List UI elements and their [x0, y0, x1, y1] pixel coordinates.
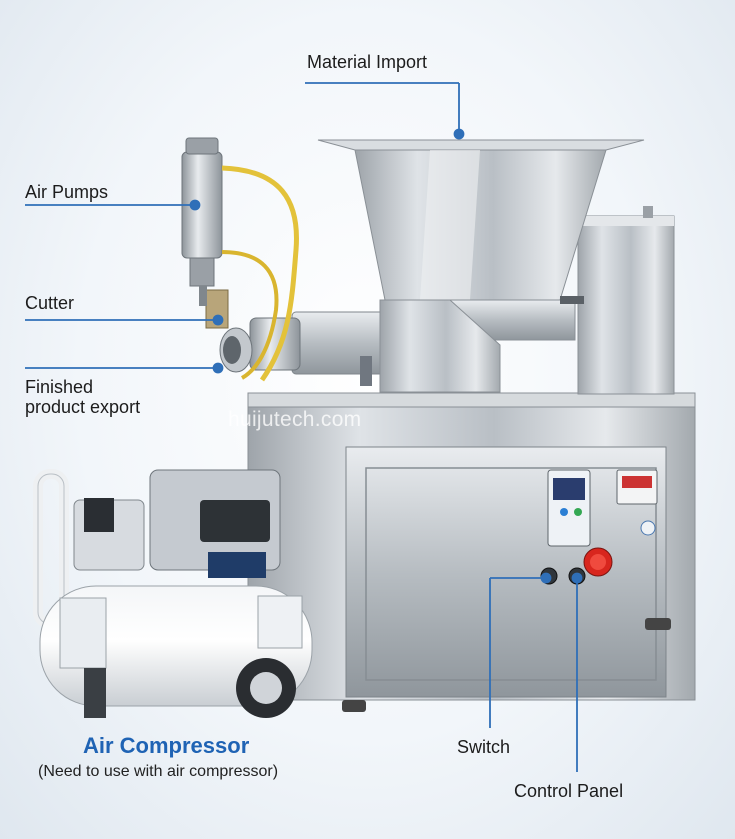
cabinet-door [365, 467, 657, 681]
compressor-title: Air Compressor [83, 733, 250, 758]
label-material-import: Material Import [307, 52, 428, 72]
label-air-pumps: Air Pumps [25, 182, 109, 202]
label-cutter: Cutter [25, 293, 75, 313]
cabinet-front-panel [345, 446, 667, 698]
label-control-panel: Control Panel [514, 781, 624, 801]
label-finished-export: Finished product export [25, 377, 205, 417]
callout-lines [25, 82, 583, 772]
hopper-top [317, 139, 645, 151]
label-finished-line1: Finished [25, 377, 94, 397]
label-finished-line2: product export [25, 397, 141, 417]
motor-housing [577, 215, 675, 395]
air-hose [221, 165, 299, 382]
hopper [354, 149, 607, 301]
watermark: huijutech.com [228, 408, 362, 431]
compressor-note: (Need to use with air compressor) [38, 763, 279, 780]
label-switch: Switch [457, 737, 511, 757]
